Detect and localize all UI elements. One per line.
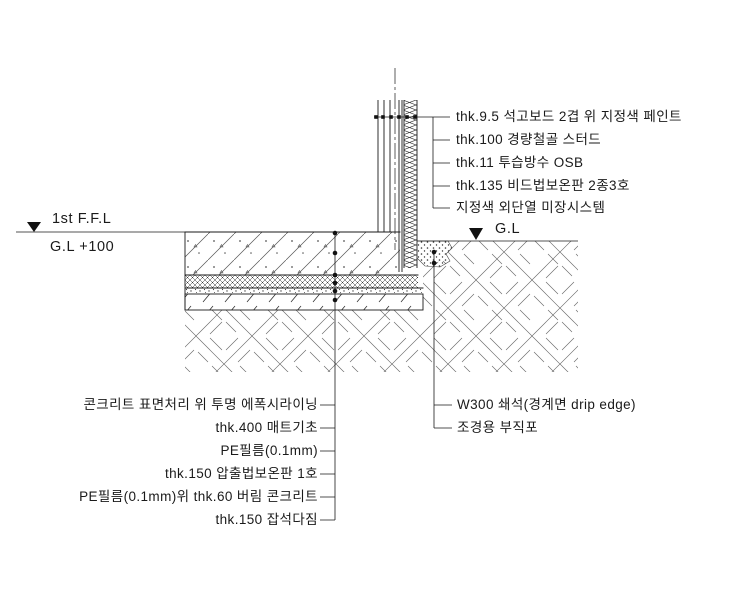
exterior-insulation-hatch	[404, 100, 417, 268]
floor-callout-rubble: thk.150 잡석다짐	[215, 512, 318, 527]
osb-lines	[398, 100, 403, 272]
wall-callout-finish: 지정색 외단열 미장시스템	[456, 200, 606, 215]
ground-callout-fabric: 조경용 부직포	[457, 420, 539, 435]
wall-callout-stud: thk.100 경량철골 스터드	[456, 132, 602, 147]
ground-callout-drip-edge: W300 쇄석(경계면 drip edge)	[457, 397, 636, 412]
ground-leader-dots	[431, 249, 437, 266]
wall-callout-gypsum: thk.9.5 석고보드 2겹 위 지정색 페인트	[456, 109, 682, 124]
floor-callout-mat: thk.400 매트기초	[215, 420, 318, 435]
ground-callout-leaders	[431, 249, 452, 429]
mat-foundation-hatch	[185, 232, 400, 275]
foundation-section	[184, 231, 424, 311]
rubble-layer	[184, 293, 424, 311]
wall-callout-insulation: thk.135 비드법보온판 2종3호	[456, 178, 630, 193]
gl-offset-label: G.L +100	[50, 239, 115, 255]
floor-callout-epoxy: 콘크리트 표면처리 위 투명 에폭시라이닝	[83, 397, 318, 412]
floor-callout-leaders	[320, 230, 338, 521]
gl-label: G.L	[495, 221, 521, 237]
wall-section	[377, 68, 418, 272]
wall-leader-dots	[374, 115, 417, 119]
floor-callout-xps: thk.150 압출법보온판 1호	[164, 466, 318, 481]
floor-leader-dots	[332, 230, 338, 303]
gypsum-stud-lines	[377, 100, 391, 232]
ffl-level-marker-icon	[27, 222, 41, 232]
soil-hatch	[185, 241, 578, 372]
wall-callout-osb: thk.11 투습방수 OSB	[456, 155, 584, 170]
ffl-label: 1st F.F.L	[52, 211, 112, 227]
floor-callout-pe-film: PE필름(0.1mm)	[220, 443, 318, 458]
gl-level-marker-icon	[469, 228, 483, 240]
floor-callout-lean-concrete: PE필름(0.1mm)위 thk.60 버림 콘크리트	[79, 489, 318, 504]
wall-callout-leaders	[374, 115, 450, 209]
lean-concrete-band	[185, 288, 423, 294]
level-lines	[16, 222, 578, 242]
xps-layer-hatch	[185, 275, 418, 288]
